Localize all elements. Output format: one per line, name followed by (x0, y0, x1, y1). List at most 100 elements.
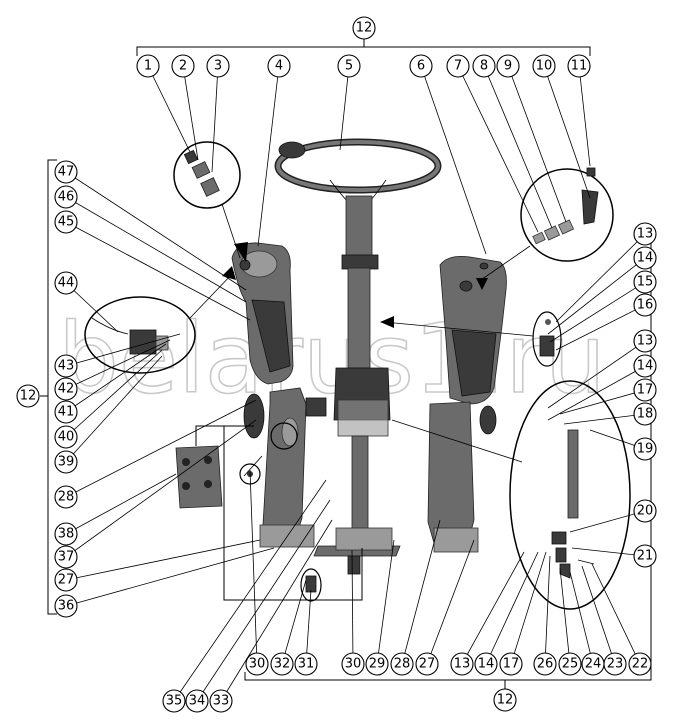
callout-14: 14 (547, 354, 657, 421)
callout-bubble (54, 594, 78, 618)
leader-line (182, 65, 199, 161)
callout-4: 4 (257, 54, 291, 247)
callout-2: 2 (171, 54, 199, 161)
leader-line (547, 365, 646, 421)
leader-line (483, 65, 553, 229)
callout-bubble (533, 652, 557, 676)
callout-number: 7 (454, 59, 462, 74)
callout-13: 13 (450, 551, 525, 676)
leader-line (65, 355, 163, 463)
assembly-number: 12 (497, 693, 514, 708)
leader-line (65, 333, 181, 367)
callout-number: 30 (249, 657, 266, 672)
leader-line (249, 469, 258, 665)
callout-38: 38 (54, 473, 177, 546)
callout-23: 23 (581, 565, 627, 676)
callout-bubble (567, 54, 591, 78)
callout-1: 1 (136, 54, 191, 153)
assembly-callout-top: 12 (352, 16, 376, 40)
detail-circle-valve (520, 167, 614, 262)
callout-number: 18 (637, 407, 654, 422)
callout-number: 37 (58, 550, 75, 565)
callout-number: 40 (58, 430, 75, 445)
callout-39: 39 (54, 355, 163, 474)
callout-18: 18 (563, 402, 657, 426)
callout-13: 13 (555, 222, 657, 323)
leader-line (65, 339, 171, 390)
callout-29: 29 (365, 539, 395, 676)
callout-number: 27 (58, 573, 75, 588)
callout-bubble (633, 293, 657, 317)
callout-number: 1 (144, 59, 152, 74)
leader-line (547, 340, 646, 409)
callout-17: 17 (499, 551, 547, 676)
leader-line (65, 473, 177, 535)
callout-5: 5 (337, 54, 361, 151)
leader-line (591, 563, 641, 665)
callout-number: 10 (536, 59, 553, 74)
callout-bubble (633, 437, 657, 461)
leader-line (147, 65, 191, 153)
callout-number: 24 (585, 657, 602, 672)
callout-number: 25 (562, 657, 579, 672)
leader-line (65, 539, 261, 581)
callout-number: 33 (213, 694, 230, 709)
leader-line (510, 551, 547, 665)
leader-line (457, 65, 539, 233)
callout-14: 14 (547, 246, 657, 335)
leader-line (555, 233, 646, 323)
callout-21: 21 (571, 544, 657, 568)
callout-bubble (633, 246, 657, 270)
assembly-number: 12 (20, 389, 37, 404)
callout-45: 45 (54, 210, 251, 321)
assembly-callout-bottom: 12 (493, 688, 517, 712)
callout-20: 20 (569, 499, 657, 533)
callout-bubble (633, 329, 657, 353)
callout-number: 27 (419, 657, 436, 672)
callout-number: 34 (189, 694, 206, 709)
callout-bubble (499, 652, 523, 676)
callout-bubble (54, 271, 78, 295)
callout-bubble (54, 522, 78, 546)
callout-number: 17 (503, 657, 520, 672)
callout-35: 35 (162, 479, 327, 713)
callout-bubble (365, 652, 389, 676)
callout-number: 2 (179, 59, 187, 74)
leader-line (65, 343, 167, 413)
assembly-number: 12 (356, 21, 373, 36)
callout-bubble (209, 689, 233, 713)
left-bracket (40, 159, 57, 615)
callout-19: 19 (589, 429, 657, 461)
callout-number: 19 (637, 442, 654, 457)
callout-number: 14 (637, 359, 654, 374)
leader-line (65, 171, 247, 291)
callout-bubble (633, 544, 657, 568)
leader-line (281, 579, 307, 665)
callout-number: 39 (58, 455, 75, 470)
callout-bubble (633, 402, 657, 426)
callout-30: 30 (341, 549, 365, 676)
callout-bubble (446, 54, 470, 78)
callout-13: 13 (547, 329, 657, 409)
leader-line (339, 65, 350, 151)
leader-line (305, 589, 312, 665)
leader-line (461, 551, 525, 665)
leader-line (257, 65, 280, 247)
leader-line (559, 567, 571, 665)
callout-bubble (532, 54, 556, 78)
leader-line (196, 499, 331, 702)
leader-line (581, 565, 616, 665)
steering-column (274, 138, 442, 575)
leader-line (547, 257, 646, 335)
valve-block-part (175, 425, 363, 601)
callout-bubble (54, 377, 78, 401)
callout-bubble (558, 652, 582, 676)
callout-number: 43 (58, 359, 75, 374)
callout-bubble (54, 568, 78, 592)
callout-bubble (341, 652, 365, 676)
callout-16: 16 (555, 293, 657, 351)
callout-11: 11 (567, 54, 591, 167)
leader-line (65, 399, 257, 498)
callout-10: 10 (532, 54, 591, 199)
